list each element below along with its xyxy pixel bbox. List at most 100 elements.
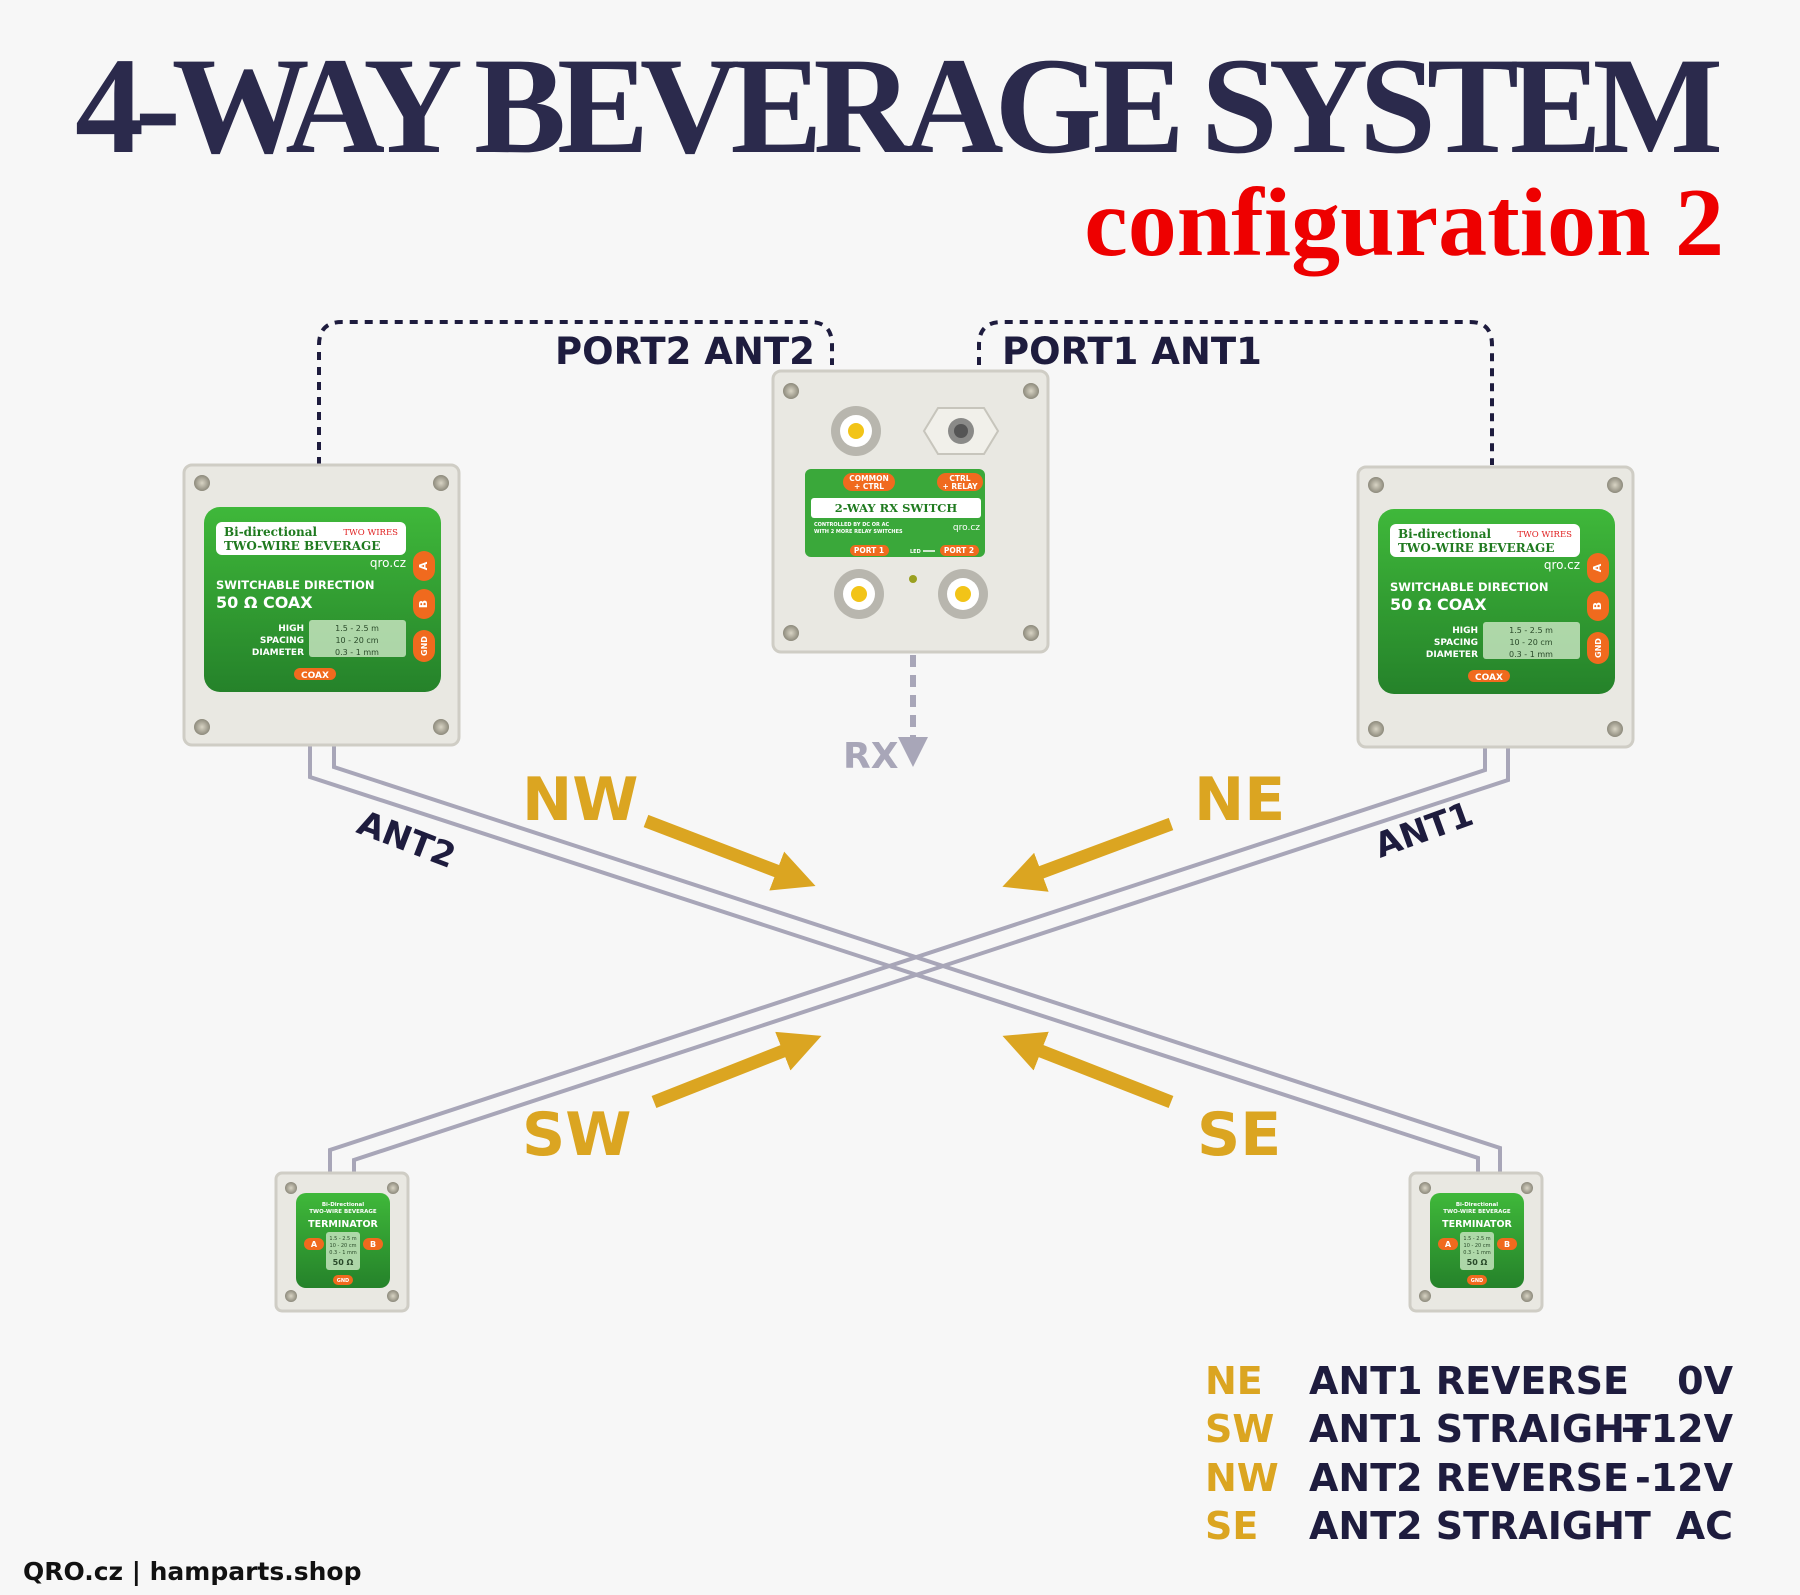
term-impedance: 50 Ω: [1467, 1258, 1488, 1267]
port2-label: PORT2 ANT2: [555, 330, 815, 373]
term-title: TERMINATOR: [308, 1219, 378, 1230]
box-line1: Bi-directional: [1398, 527, 1492, 541]
page-title: 4-WAY BEVERAGE SYSTEM: [75, 29, 1723, 182]
term-line2: TWO-WIRE BEVERAGE: [1443, 1209, 1511, 1215]
port1-cable: [977, 320, 1494, 465]
spec-value: 10 - 20 cm: [335, 636, 378, 645]
spec-label: DIAMETER: [1426, 650, 1478, 660]
rx-label: RX: [843, 736, 899, 777]
beverage-box-ant1: Bi-directional TWO WIRES TWO-WIRE BEVERA…: [1356, 465, 1635, 749]
box-impedance: 50 Ω COAX: [1390, 595, 1487, 614]
coax-connector-icon: [834, 569, 884, 619]
spec-label: DIAMETER: [252, 648, 304, 658]
legend-row: SW ANT1 STRAIGHT +12V: [1205, 1407, 1734, 1451]
port2-pin-label: PORT 2: [944, 546, 974, 555]
legend-row: NE ANT1 REVERSE 0V: [1205, 1359, 1734, 1403]
box-heading: SWITCHABLE DIRECTION: [1390, 580, 1549, 594]
coax-connector-icon: [938, 569, 988, 619]
legend-voltage: 0V: [1677, 1359, 1733, 1403]
rx-switch-title: 2-WAY RX SWITCH: [835, 501, 958, 515]
terminator-ant2: Bi-Directional TWO-WIRE BEVERAGE TERMINA…: [1408, 1171, 1544, 1313]
spec-value: 0.3 - 1 mm: [335, 648, 379, 657]
port1-pin-label: PORT 1: [854, 546, 884, 555]
box-tag: TWO WIRES: [343, 528, 398, 538]
legend-row: NW ANT2 REVERSE -12V: [1205, 1456, 1734, 1500]
spec-label: HIGH: [278, 624, 304, 634]
spec-label: HIGH: [1452, 626, 1478, 636]
coax-label: COAX: [301, 671, 329, 681]
legend-dir: NW: [1205, 1456, 1279, 1500]
pin-b: B: [1591, 602, 1604, 610]
legend-desc: ANT1 REVERSE: [1309, 1359, 1629, 1403]
nw-arrow: [643, 814, 816, 891]
legend-table: NE ANT1 REVERSE 0V SW ANT1 STRAIGHT +12V…: [1205, 1359, 1734, 1548]
spec-value: 10 - 20 cm: [1464, 1243, 1491, 1249]
box-line2: TWO-WIRE BEVERAGE: [224, 539, 380, 553]
screw-icon: [1419, 1182, 1533, 1302]
ant1-wire: [328, 746, 1510, 1175]
led-label: LED: [910, 549, 921, 555]
legend-dir: SE: [1205, 1504, 1258, 1548]
spec-value: 0.3 - 1 mm: [1463, 1250, 1491, 1256]
pin-b: B: [417, 600, 430, 608]
pin-gnd: GND: [337, 1278, 349, 1284]
pin-gnd: GND: [1594, 638, 1603, 658]
port2-cable: [317, 320, 834, 465]
term-line1: Bi-Directional: [1456, 1202, 1498, 1208]
brand-logo: qro.cz: [370, 556, 406, 570]
beverage-box-ant2: Bi-directional TWO WIRES TWO-WIRE BEVERA…: [182, 463, 461, 747]
legend-dir: NE: [1205, 1359, 1263, 1403]
rx-switch-desc: WITH 2 MORE RELAY SWITCHES: [814, 529, 903, 535]
ant1-label: ANT1: [1369, 794, 1478, 866]
ant2-label: ANT2: [352, 803, 461, 877]
legend-voltage: AC: [1676, 1504, 1733, 1548]
se-arrow: [1002, 1031, 1174, 1109]
port1-label: PORT1 ANT1: [1002, 330, 1262, 373]
spec-value: 1.5 - 2.5 m: [1463, 1236, 1490, 1242]
spec-value: 10 - 20 cm: [1509, 638, 1552, 647]
led-indicator: [909, 575, 917, 583]
pin-b: B: [370, 1240, 376, 1249]
spec-value: 1.5 - 2.5 m: [1509, 626, 1553, 635]
pin-a: A: [311, 1240, 318, 1249]
spec-value: 1.5 - 2.5 m: [329, 1236, 356, 1242]
pin-gnd: GND: [1471, 1278, 1483, 1284]
spec-value: 0.3 - 1 mm: [1509, 650, 1553, 659]
legend-dir: SW: [1205, 1407, 1274, 1451]
brand-logo: qro.cz: [953, 523, 980, 533]
legend-row: SE ANT2 STRAIGHT AC: [1205, 1504, 1733, 1548]
spec-value: 0.3 - 1 mm: [329, 1250, 357, 1256]
ne-label: NE: [1194, 765, 1285, 835]
term-impedance: 50 Ω: [333, 1258, 354, 1267]
screw-icon: [783, 383, 1039, 641]
box-line1: Bi-directional: [224, 525, 318, 539]
spec-label: SPACING: [260, 636, 304, 646]
ctrl-relay-label: CTRL: [949, 474, 970, 483]
sw-arrow: [651, 1031, 822, 1109]
brand-logo: qro.cz: [1544, 558, 1580, 572]
footer-credit: QRO.cz | hamparts.shop: [23, 1557, 362, 1586]
term-title: TERMINATOR: [1442, 1219, 1512, 1230]
coax-connector-icon: [831, 406, 881, 456]
legend-desc: ANT2 STRAIGHT: [1309, 1504, 1651, 1548]
box-heading: SWITCHABLE DIRECTION: [216, 578, 375, 592]
common-ctrl-label: + CTRL: [854, 482, 884, 491]
pin-a: A: [417, 561, 430, 570]
spec-value: 1.5 - 2.5 m: [335, 624, 379, 633]
pin-b: B: [1504, 1240, 1510, 1249]
cable-gland-icon: [922, 407, 1000, 455]
legend-desc: ANT1 STRAIGHT: [1309, 1407, 1651, 1451]
screw-icon: [285, 1182, 399, 1302]
pin-a: A: [1591, 563, 1604, 572]
box-impedance: 50 Ω COAX: [216, 593, 313, 612]
sw-label: SW: [522, 1100, 631, 1170]
ne-arrow: [1002, 817, 1174, 892]
spec-label: SPACING: [1434, 638, 1478, 648]
box-tag: TWO WIRES: [1517, 530, 1572, 540]
box-line2: TWO-WIRE BEVERAGE: [1398, 541, 1554, 555]
pin-a: A: [1445, 1240, 1452, 1249]
ctrl-relay-label: + RELAY: [942, 482, 978, 491]
term-line2: TWO-WIRE BEVERAGE: [309, 1209, 377, 1215]
common-ctrl-label: COMMON: [849, 474, 888, 483]
